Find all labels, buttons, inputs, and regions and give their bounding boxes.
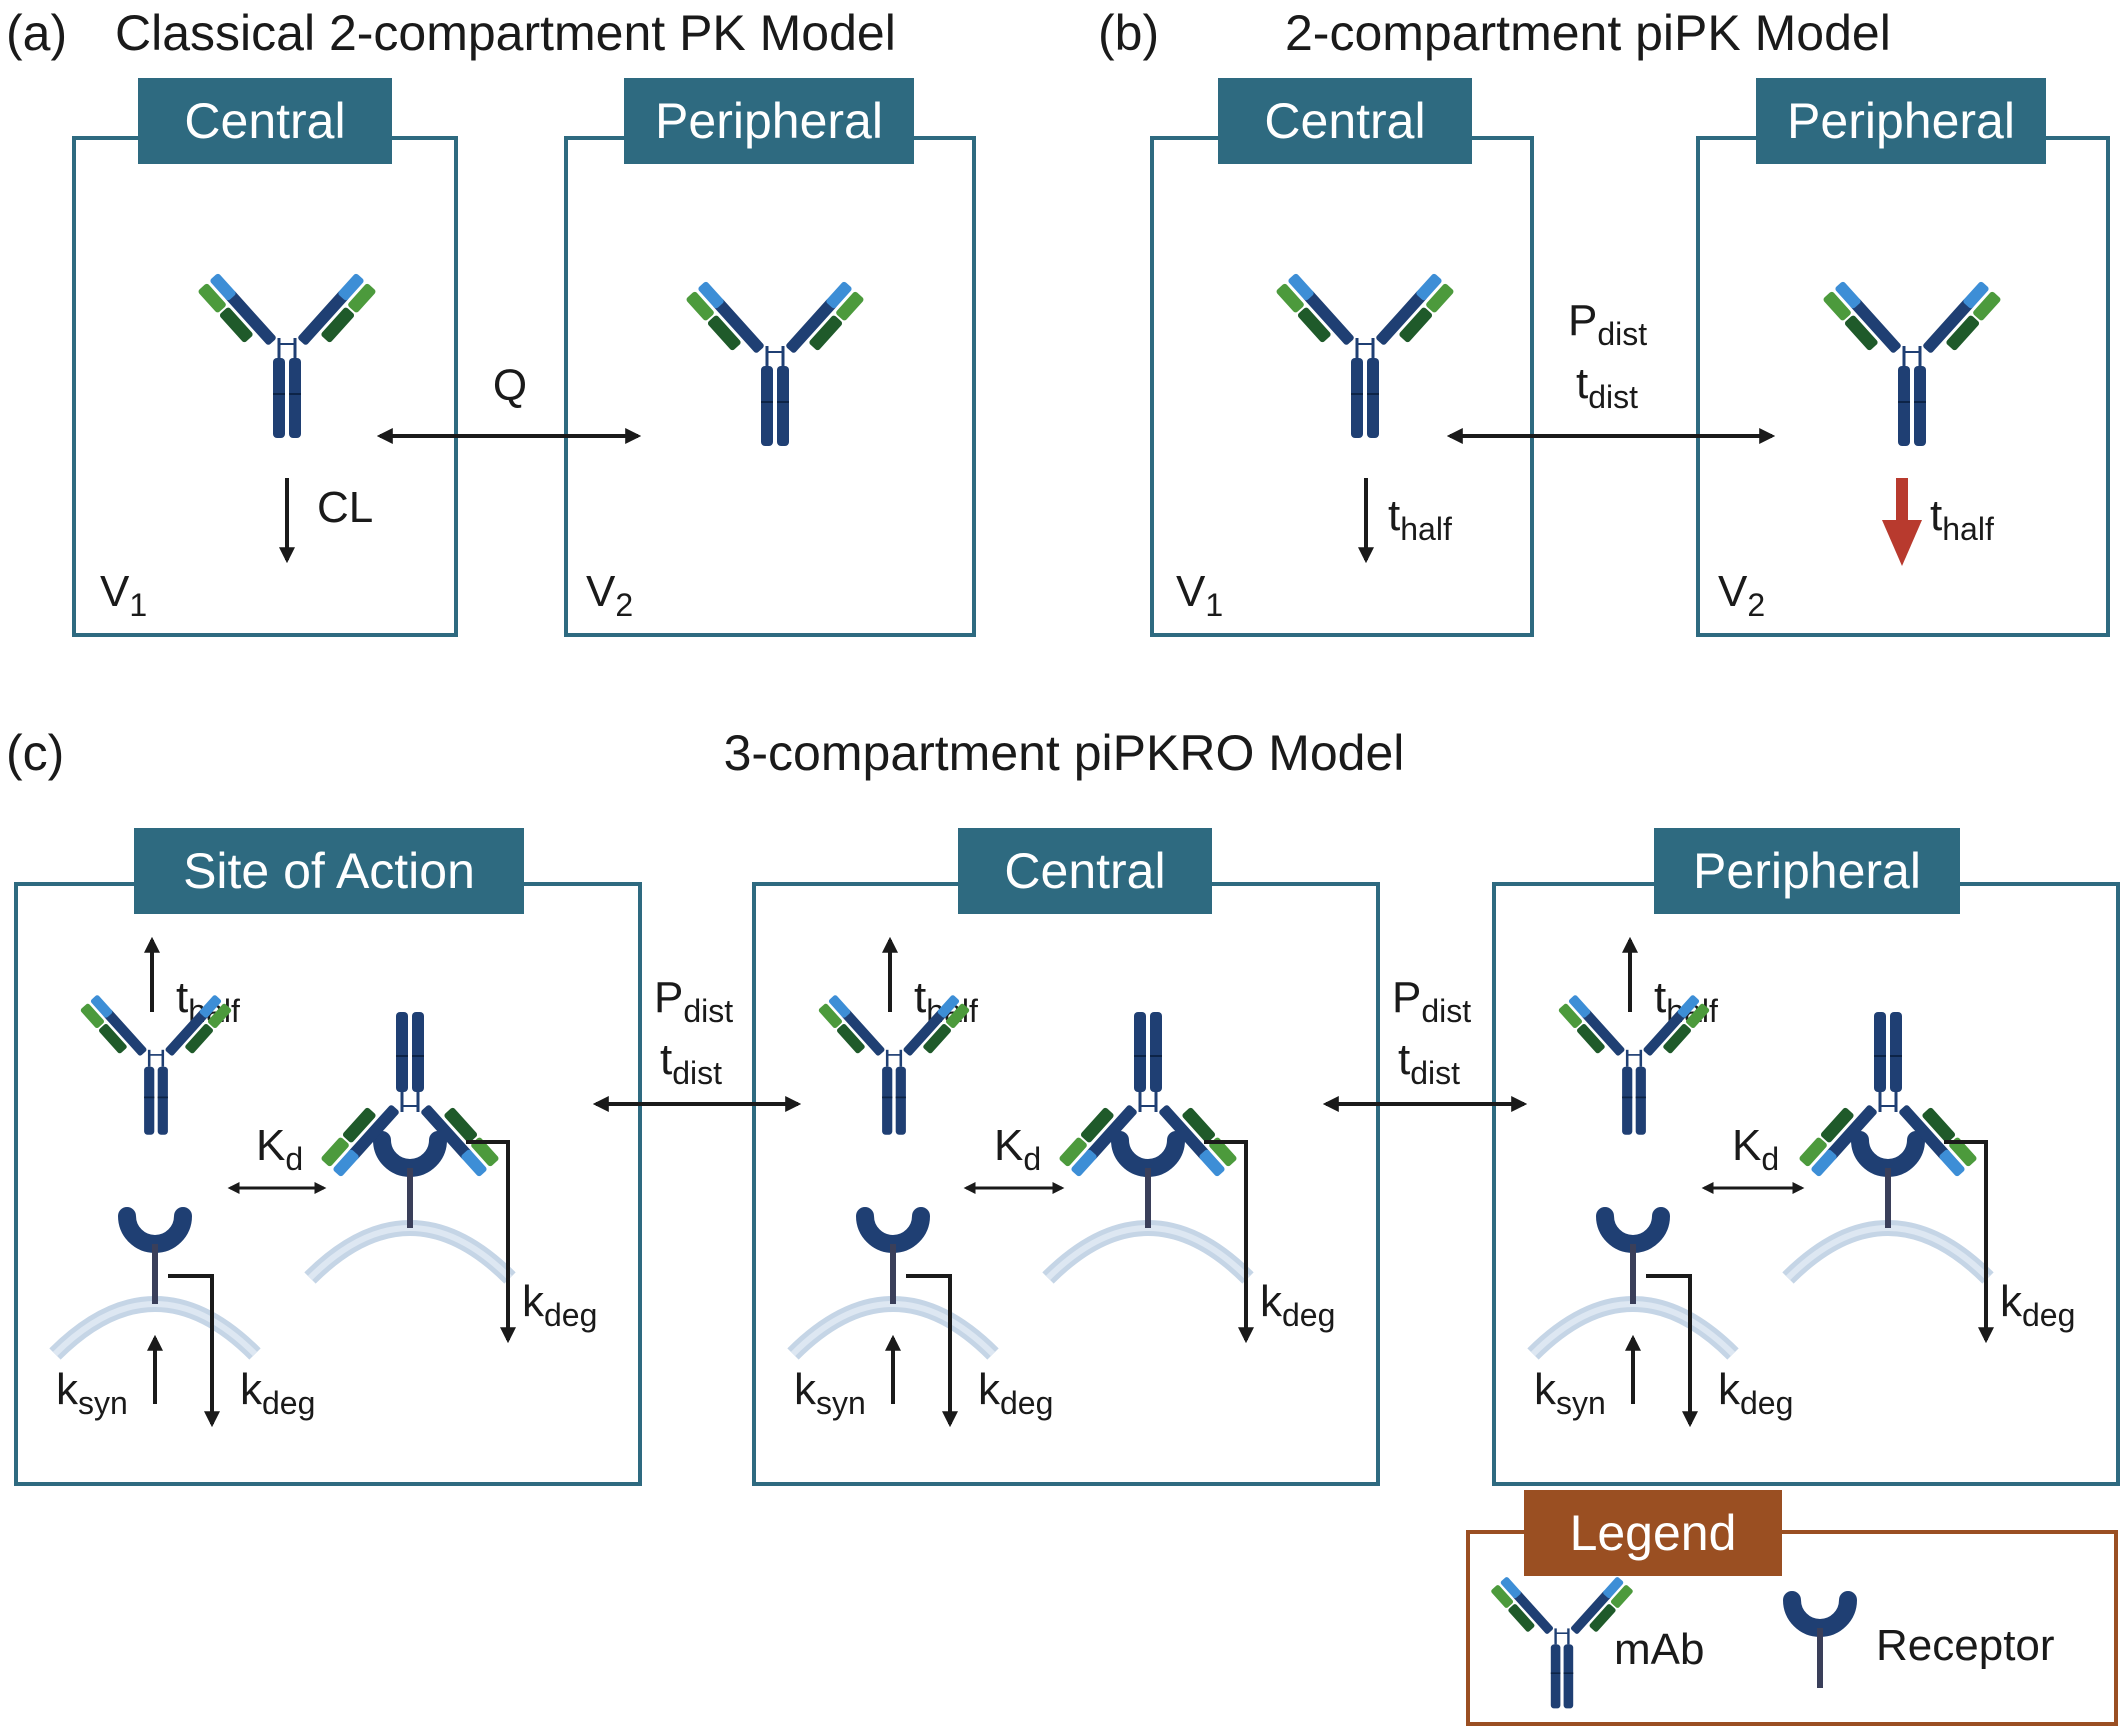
v2-label-b: V2: [1718, 567, 1765, 623]
receptor-degradation-arrow: [168, 1274, 220, 1428]
panel-b-letter: (b): [1098, 5, 1159, 61]
panel-b-title: 2-compartment piPK Model: [1285, 5, 1891, 61]
receptor-degradation-arrow: [1646, 1274, 1698, 1428]
thalf-label: thalf: [176, 973, 240, 1029]
pdist-label-b: Pdist: [1568, 296, 1647, 352]
kd-label: Kd: [256, 1121, 303, 1177]
compartment-central-c: Central thalf Kd kdeg ksyn kdeg: [752, 828, 1380, 1486]
ksyn-label: ksyn: [794, 1365, 866, 1421]
compartment-peripheral-b: Peripheral thalf V2: [1696, 78, 2110, 637]
compartment-central-b: Central thalf V1: [1150, 78, 1534, 637]
half-life-arrow-peripheral-b: [1882, 478, 1922, 566]
mab-icon: [1820, 279, 2004, 448]
v1-label-b: V1: [1176, 567, 1223, 623]
compartment-peripheral-a: Peripheral V2: [564, 78, 976, 637]
panel-b: (b) 2-compartment piPK Model Central tha…: [1098, 5, 2110, 637]
central-header-a: Central: [184, 93, 345, 149]
peripheral-header-c: Peripheral: [1693, 843, 1921, 899]
v2-label-a: V2: [586, 567, 633, 623]
receptor-icon: [1605, 1216, 1661, 1304]
receptor-icon: [865, 1216, 921, 1304]
tdist-label-b: tdist: [1576, 359, 1638, 415]
mab-icon: [683, 279, 867, 448]
panel-a-title: Classical 2-compartment PK Model: [115, 5, 896, 61]
kdeg-label-receptor: kdeg: [1718, 1365, 1793, 1421]
legend: Legend mAb Receptor: [1466, 1490, 2118, 1726]
pdist-label-c2: Pdist: [1392, 973, 1471, 1029]
panel-c-title: 3-compartment piPKRO Model: [724, 725, 1405, 781]
ksyn-label: ksyn: [1534, 1365, 1606, 1421]
v1-label-a: V1: [100, 567, 147, 623]
tdist-label-c1: tdist: [660, 1035, 722, 1091]
thalf-label-b2: thalf: [1930, 491, 1994, 547]
panel-a-letter: (a): [6, 5, 67, 61]
mab-receptor-complex: [1788, 1012, 1988, 1278]
panel-a: (a) Classical 2-compartment PK Model Cen…: [6, 5, 976, 637]
kdeg-label-receptor: kdeg: [240, 1365, 315, 1421]
pdist-label-c1: Pdist: [654, 973, 733, 1029]
mab-icon: [195, 271, 379, 440]
legend-mab-label: mAb: [1614, 1625, 1704, 1674]
complex-degradation-arrow: [1944, 1140, 1994, 1344]
thalf-label: thalf: [914, 973, 978, 1029]
mab-receptor-complex: [1048, 1012, 1248, 1278]
cl-label: CL: [317, 483, 373, 532]
site-of-action-header: Site of Action: [183, 843, 475, 899]
q-label: Q: [493, 361, 527, 410]
kd-label: Kd: [1732, 1121, 1779, 1177]
mab-icon: [1273, 271, 1457, 440]
legend-mab-icon: [1489, 1574, 1635, 1710]
peripheral-header-a: Peripheral: [655, 93, 883, 149]
kdeg-label-receptor: kdeg: [978, 1365, 1053, 1421]
central-header-c: Central: [1004, 843, 1165, 899]
compartment-site-of-action: Site of Action thalf Kd kdeg ksyn kdeg: [14, 828, 642, 1486]
tdist-label-c2: tdist: [1398, 1035, 1460, 1091]
legend-title: Legend: [1570, 1505, 1737, 1561]
kdeg-label-complex: kdeg: [1260, 1277, 1335, 1333]
complex-degradation-arrow: [1204, 1140, 1254, 1344]
panel-c: (c) 3-compartment piPKRO Model Site of A…: [6, 725, 2120, 1486]
legend-receptor-icon: [1792, 1600, 1848, 1688]
kdeg-label-complex: kdeg: [522, 1277, 597, 1333]
panel-c-letter: (c): [6, 725, 64, 781]
compartment-central-a: Central CL V1: [72, 78, 458, 637]
kdeg-label-complex: kdeg: [2000, 1277, 2075, 1333]
compartment-peripheral-c: Peripheral thalf Kd kdeg ksyn kdeg: [1492, 828, 2120, 1486]
mab-receptor-complex: [310, 1012, 510, 1278]
receptor-icon: [127, 1216, 183, 1304]
complex-degradation-arrow: [466, 1140, 516, 1344]
legend-receptor-label: Receptor: [1876, 1621, 2055, 1670]
kd-label: Kd: [994, 1121, 1041, 1177]
thalf-label-b1: thalf: [1388, 491, 1452, 547]
thalf-label: thalf: [1654, 973, 1718, 1029]
central-header-b: Central: [1264, 93, 1425, 149]
peripheral-header-b: Peripheral: [1787, 93, 2015, 149]
receptor-degradation-arrow: [906, 1274, 958, 1428]
ksyn-label: ksyn: [56, 1365, 128, 1421]
